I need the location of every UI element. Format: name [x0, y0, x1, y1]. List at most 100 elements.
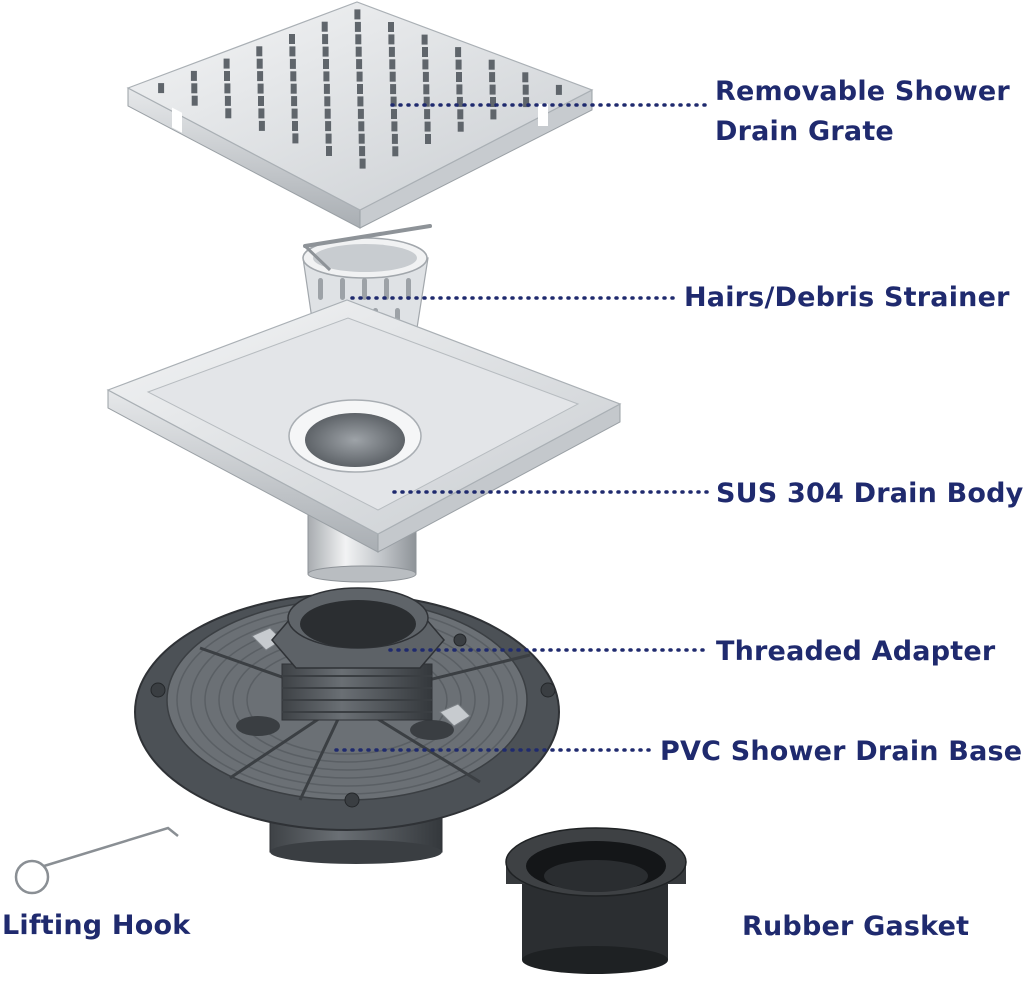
grate-slot — [456, 84, 463, 95]
grate-slot — [357, 108, 364, 119]
grate-slot — [456, 96, 463, 107]
grate-slot — [390, 84, 397, 95]
rubber-gasket — [505, 827, 687, 974]
grate-slot — [555, 84, 562, 95]
grate-slot — [224, 71, 230, 81]
grate-slot — [425, 134, 431, 144]
grate-slot — [522, 84, 529, 95]
grate-slot — [359, 146, 366, 157]
grate-slot — [424, 109, 431, 120]
grate-slot — [489, 72, 496, 83]
pvc-drain-base — [134, 587, 560, 864]
grate-slot — [290, 71, 297, 82]
grate-slot — [392, 146, 399, 157]
grate-slot — [489, 84, 496, 95]
grate-slot — [388, 22, 394, 32]
label-pvc-base: PVC Shower Drain Base — [660, 736, 1023, 767]
grate-slot — [224, 83, 231, 94]
grate-slot — [323, 59, 329, 69]
strainer-slot — [384, 278, 389, 300]
grate-slot — [191, 95, 198, 106]
grate-slot — [455, 59, 462, 70]
grate-slots — [158, 9, 562, 169]
grate-slot — [256, 46, 263, 57]
label-rubber-gasket: Rubber Gasket — [742, 911, 970, 942]
grate-slot — [158, 83, 165, 94]
grate-slot — [321, 21, 328, 32]
grate-slot — [325, 133, 332, 144]
grate-slot — [421, 34, 428, 45]
grate-slot — [388, 34, 395, 45]
strainer-slot — [340, 278, 345, 300]
grate-slot — [354, 9, 361, 20]
grate-slot — [324, 96, 331, 107]
grate-slot — [289, 58, 296, 69]
label-drain-grate: Removable Shower Drain Grate — [715, 72, 1010, 152]
label-threaded-adapter: Threaded Adapter — [716, 636, 996, 667]
grate-slot — [323, 71, 330, 82]
grate-slot — [455, 47, 462, 58]
grate-slot — [358, 133, 365, 144]
strainer-slot — [362, 278, 367, 300]
grate-slot — [356, 71, 363, 82]
leader-lines — [334, 103, 710, 752]
grate-slot — [289, 46, 296, 57]
grate-slot — [190, 70, 197, 81]
grate-slot — [292, 121, 298, 131]
grate-slot — [290, 83, 297, 94]
grate-slot — [422, 71, 429, 82]
grate-slot — [355, 46, 362, 57]
grate-slot — [291, 96, 298, 107]
grate-slot — [354, 21, 361, 32]
grate-slot — [289, 34, 295, 44]
grate-slot — [356, 59, 363, 70]
grate-slot — [258, 108, 265, 119]
grate-slot — [456, 72, 462, 82]
grate-slot — [257, 71, 264, 82]
grate-slot — [422, 59, 429, 70]
grate-slot — [326, 146, 332, 156]
grate-slot — [324, 108, 331, 119]
strainer-slot — [406, 278, 411, 300]
strainer-slot — [318, 278, 323, 300]
drain-body — [106, 299, 622, 583]
grate-slot — [223, 58, 230, 69]
label-drain-grate-line1: Removable Shower — [715, 76, 1010, 107]
grate-slot — [355, 34, 362, 45]
grate-slot — [490, 97, 496, 107]
grate-slot — [357, 84, 363, 94]
grate-slot — [292, 133, 299, 144]
grate-slot — [359, 158, 366, 169]
grate-slot — [357, 96, 364, 107]
grate-slot — [322, 34, 329, 45]
grate-slot — [323, 83, 330, 94]
grate-slot — [422, 47, 428, 57]
grate-slot — [225, 108, 232, 119]
grate-slot — [523, 97, 530, 108]
lifting-hook — [14, 826, 179, 895]
grate-slot — [388, 46, 395, 57]
grate-slot — [423, 84, 430, 95]
grate-slot — [256, 58, 263, 69]
grate-slot — [391, 133, 398, 144]
grate-slot — [358, 121, 365, 132]
grate-slot — [389, 59, 396, 70]
grate-slot — [391, 121, 398, 132]
grate-slot — [325, 121, 332, 132]
label-drain-grate-line2: Drain Grate — [715, 116, 894, 147]
grate-slot — [389, 71, 396, 82]
grate-slot — [457, 121, 464, 132]
grate-slot — [391, 109, 397, 119]
label-drain-body: SUS 304 Drain Body — [716, 478, 1024, 509]
grate-slot — [457, 109, 464, 120]
grate-slot — [291, 108, 298, 119]
grate-slot — [191, 83, 198, 94]
grate-slot — [224, 95, 231, 106]
drain-grate — [126, 1, 594, 229]
grate-slot — [490, 109, 497, 120]
grate-slot — [488, 59, 495, 70]
grate-slot — [390, 96, 397, 107]
grate-slot — [522, 72, 529, 83]
grate-slot — [322, 46, 329, 57]
